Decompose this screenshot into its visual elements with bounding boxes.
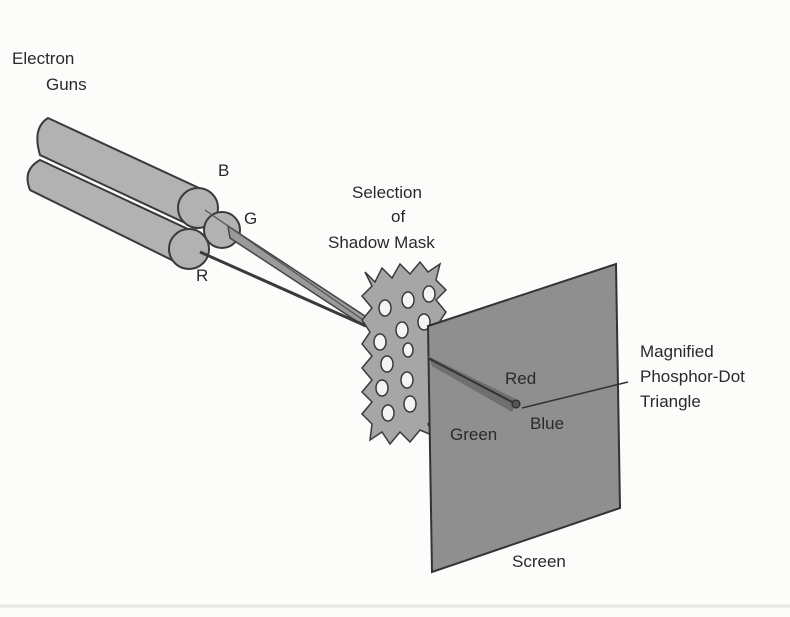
label-gun-b: B [218,161,229,180]
label-magnified: Magnified [640,342,714,361]
gun-cylinder-top [36,116,201,230]
beam-r [199,250,367,328]
label-green: Green [450,425,497,444]
label-gun-r: R [196,266,208,285]
label-gun-g: G [244,209,257,228]
label-guns: Guns [46,75,87,94]
phosphor-dot-triangle [511,399,521,409]
label-triangle: Triangle [640,392,701,411]
label-of: of [391,207,405,226]
label-electron: Electron [12,49,74,68]
label-red: Red [505,369,536,388]
electron-beams [199,209,369,328]
beam-through-mask [427,357,517,405]
gun-r-end [168,228,210,270]
label-shadow-mask: Shadow Mask [328,233,435,252]
screen-plane [426,262,622,574]
shadow-mask [360,260,448,446]
beam-b [204,209,367,323]
mask-holes [373,285,436,422]
label-phosphor-dot: Phosphor-Dot [640,367,745,386]
label-screen: Screen [512,552,566,571]
label-blue: Blue [530,414,564,433]
gun-cylinder-bottom [26,158,192,270]
electron-guns [26,116,241,270]
phosphor-callout-line [521,381,629,409]
label-selection: Selection [352,183,422,202]
